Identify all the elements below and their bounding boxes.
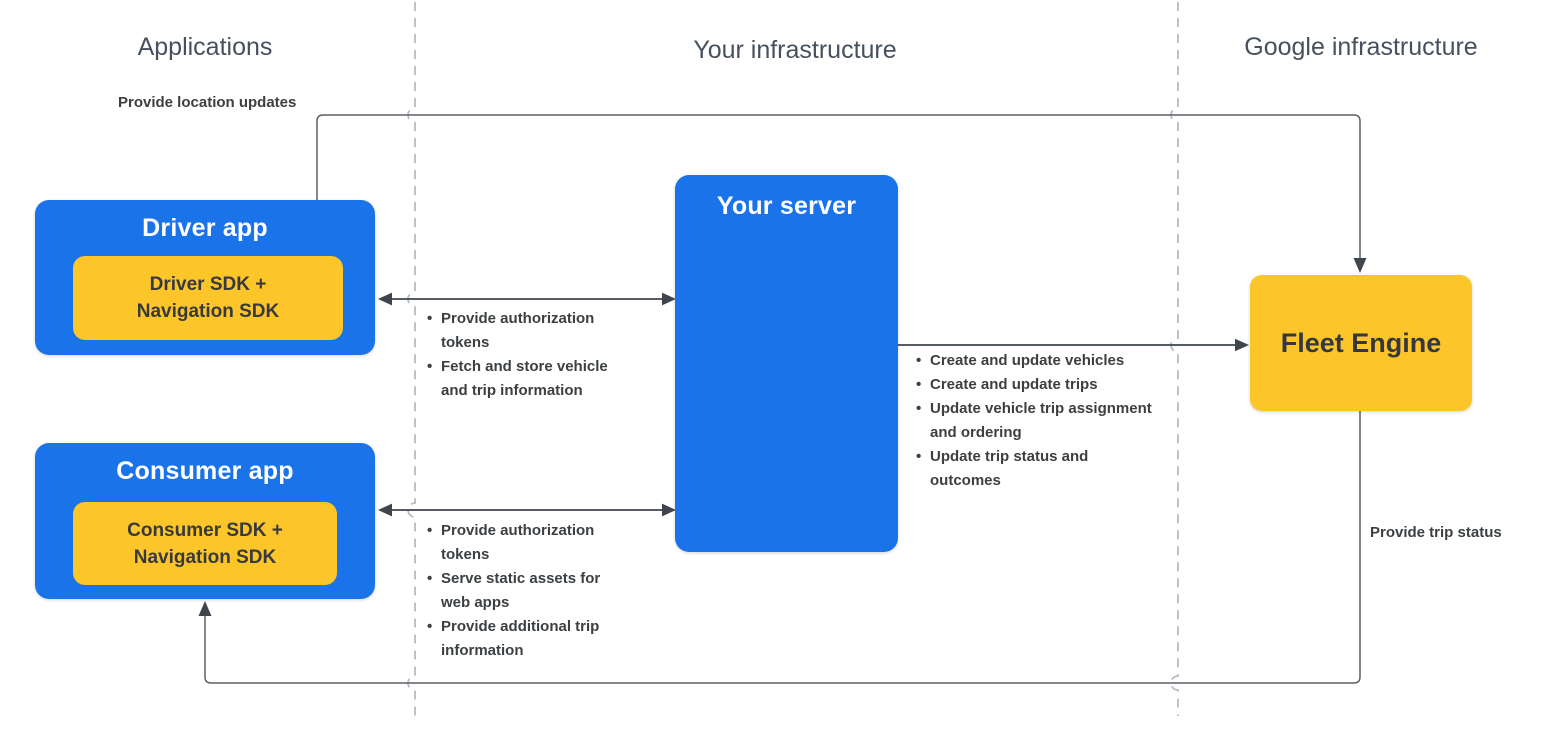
consumer-sdk-badge: Consumer SDK + Navigation SDK	[73, 502, 337, 585]
bullet-item: Create and update trips	[916, 373, 1156, 397]
column-header-applications: Applications	[137, 33, 273, 61]
driver-server-bullet-list: Provide authorization tokensFetch and st…	[427, 307, 637, 403]
bullet-item: Serve static assets for web apps	[427, 567, 617, 615]
driver-sdk-line1: Driver SDK +	[149, 274, 267, 295]
edge-location-updates-path	[316, 114, 1361, 259]
consumer-app-node: Consumer app Consumer SDK + Navigation S…	[35, 443, 375, 599]
consumer-app-title: Consumer app	[116, 457, 294, 485]
consumer-sdk-line1: Consumer SDK +	[127, 519, 283, 541]
arrowhead-right-icon	[662, 503, 676, 517]
bullet-item: Provide additional trip information	[427, 615, 617, 663]
server-fleet-bullet-list: Create and update vehiclesCreate and upd…	[916, 349, 1156, 493]
consumer-sdk-line2: Navigation SDK	[133, 546, 277, 568]
column-header-google-infrastructure: Google infrastructure	[1244, 33, 1478, 61]
column-header-your-infrastructure: Your infrastructure	[693, 36, 897, 64]
column-divider-left	[407, 2, 416, 716]
bullet-item: Provide authorization tokens	[427, 519, 617, 567]
arrowhead-down-icon	[1353, 258, 1367, 273]
location-updates-label: Provide location updates	[118, 94, 297, 111]
bullet-item: Update trip status and outcomes	[916, 445, 1156, 493]
bullet-item: Create and update vehicles	[916, 349, 1156, 373]
bullet-item: Provide authorization tokens	[427, 307, 637, 355]
edge-trip-status-path	[204, 411, 1361, 684]
arrowhead-right-icon	[662, 292, 676, 306]
arrowhead-left-icon	[378, 503, 392, 517]
your-server-title: Your server	[716, 192, 857, 220]
fleet-engine-node: Fleet Engine	[1250, 275, 1472, 411]
driver-sdk-badge: Driver SDK + Navigation SDK	[73, 256, 343, 340]
driver-app-node: Driver app Driver SDK + Navigation SDK	[35, 200, 375, 355]
arrowhead-right-icon	[1235, 338, 1249, 352]
bullet-item: Fetch and store vehicle and trip informa…	[427, 355, 637, 403]
your-server-node: Your server	[675, 175, 898, 552]
driver-sdk-line2: Navigation SDK	[136, 301, 280, 322]
driver-app-title: Driver app	[142, 214, 268, 242]
fleet-engine-title: Fleet Engine	[1280, 327, 1442, 358]
bullet-item: Update vehicle trip assignment and order…	[916, 397, 1156, 445]
column-divider-right	[1170, 2, 1179, 716]
arrowhead-left-icon	[378, 292, 392, 306]
consumer-server-bullet-list: Provide authorization tokensServe static…	[427, 519, 617, 663]
arrowhead-up-icon	[198, 601, 212, 616]
trip-status-label: Provide trip status	[1370, 524, 1502, 541]
